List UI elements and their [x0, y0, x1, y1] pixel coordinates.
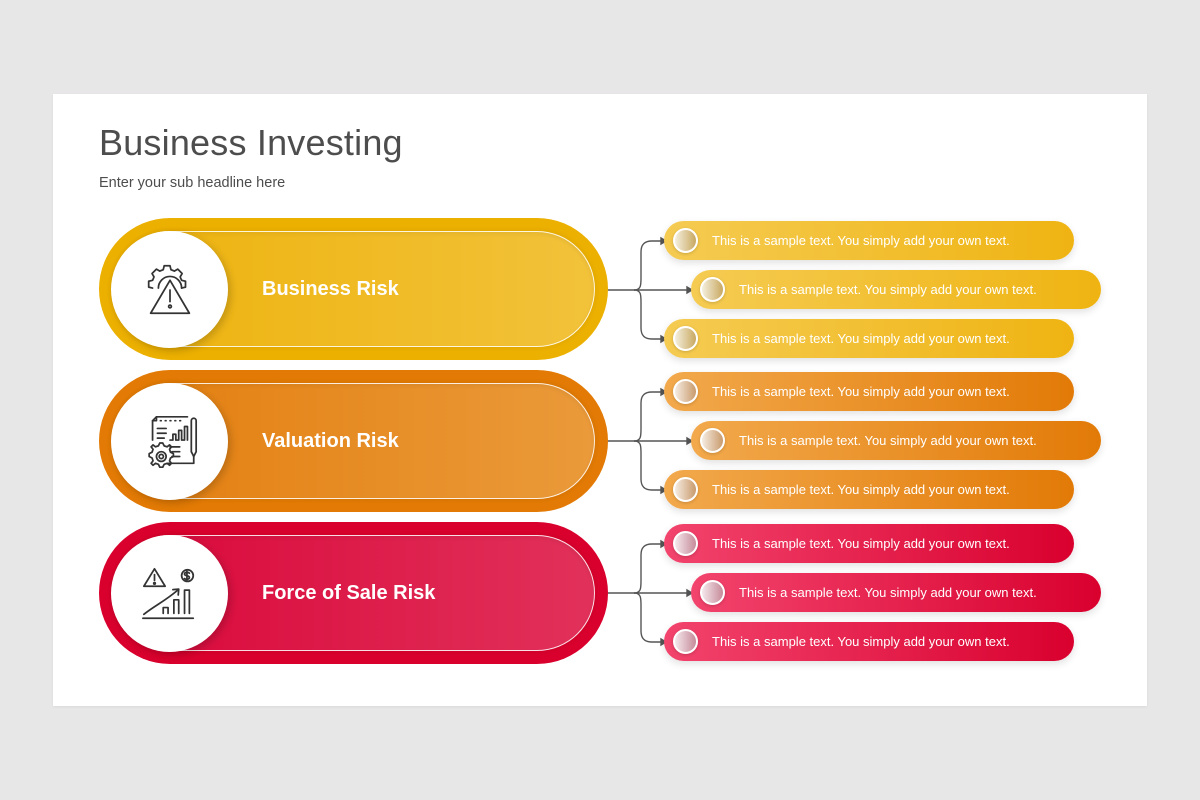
bullet-icon: [673, 326, 698, 351]
connector-arrows: [608, 539, 694, 647]
bullet-icon: [700, 277, 725, 302]
risk-item-text: This is a sample text. You simply add yo…: [712, 482, 1010, 497]
icon-badge: [111, 383, 228, 500]
bullet-icon: [700, 428, 725, 453]
risk-item: This is a sample text. You simply add yo…: [664, 221, 1074, 260]
risk-item-text: This is a sample text. You simply add yo…: [739, 282, 1037, 297]
warning-growth-chart-dollar-icon: [141, 567, 194, 619]
risk-item: This is a sample text. You simply add yo…: [691, 270, 1101, 309]
slide: Business Investing Enter your sub headli…: [53, 94, 1147, 706]
risk-item-text: This is a sample text. You simply add yo…: [712, 233, 1010, 248]
bullet-icon: [673, 228, 698, 253]
icon-badge: [111, 535, 228, 652]
risk-item: This is a sample text. You simply add yo…: [664, 524, 1074, 563]
risk-item-text: This is a sample text. You simply add yo…: [712, 634, 1010, 649]
slide-title: Business Investing: [99, 122, 403, 163]
slide-subtitle: Enter your sub headline here: [99, 175, 286, 191]
bullet-icon: [673, 629, 698, 654]
risk-item-text: This is a sample text. You simply add yo…: [712, 331, 1010, 346]
risk-item-text: This is a sample text. You simply add yo…: [712, 384, 1010, 399]
risk-item: This is a sample text. You simply add yo…: [691, 573, 1101, 612]
connector-arrows: [608, 387, 694, 495]
risk-item: This is a sample text. You simply add yo…: [664, 319, 1074, 358]
connector-arrows: [608, 236, 694, 344]
risk-card-force-of-sale: Force of Sale Risk: [99, 522, 608, 664]
risk-label: Force of Sale Risk: [262, 581, 436, 604]
risk-label: Business Risk: [262, 277, 399, 300]
risk-card-valuation: Valuation Risk: [99, 370, 608, 512]
risk-item-text: This is a sample text. You simply add yo…: [739, 433, 1037, 448]
bullet-icon: [673, 531, 698, 556]
risk-card-business: Business Risk: [99, 218, 608, 360]
bullet-icon: [700, 580, 725, 605]
risk-item-text: This is a sample text. You simply add yo…: [739, 585, 1037, 600]
icon-badge: [111, 231, 228, 348]
risk-item: This is a sample text. You simply add yo…: [664, 622, 1074, 661]
risk-item: This is a sample text. You simply add yo…: [664, 470, 1074, 509]
document-chart-gear-icon: [147, 415, 197, 468]
risk-label: Valuation Risk: [262, 429, 399, 452]
bullet-icon: [673, 379, 698, 404]
gear-warning-icon: [147, 264, 190, 314]
bullet-icon: [673, 477, 698, 502]
risk-item: This is a sample text. You simply add yo…: [664, 372, 1074, 411]
risk-item: This is a sample text. You simply add yo…: [691, 421, 1101, 460]
risk-item-text: This is a sample text. You simply add yo…: [712, 536, 1010, 551]
